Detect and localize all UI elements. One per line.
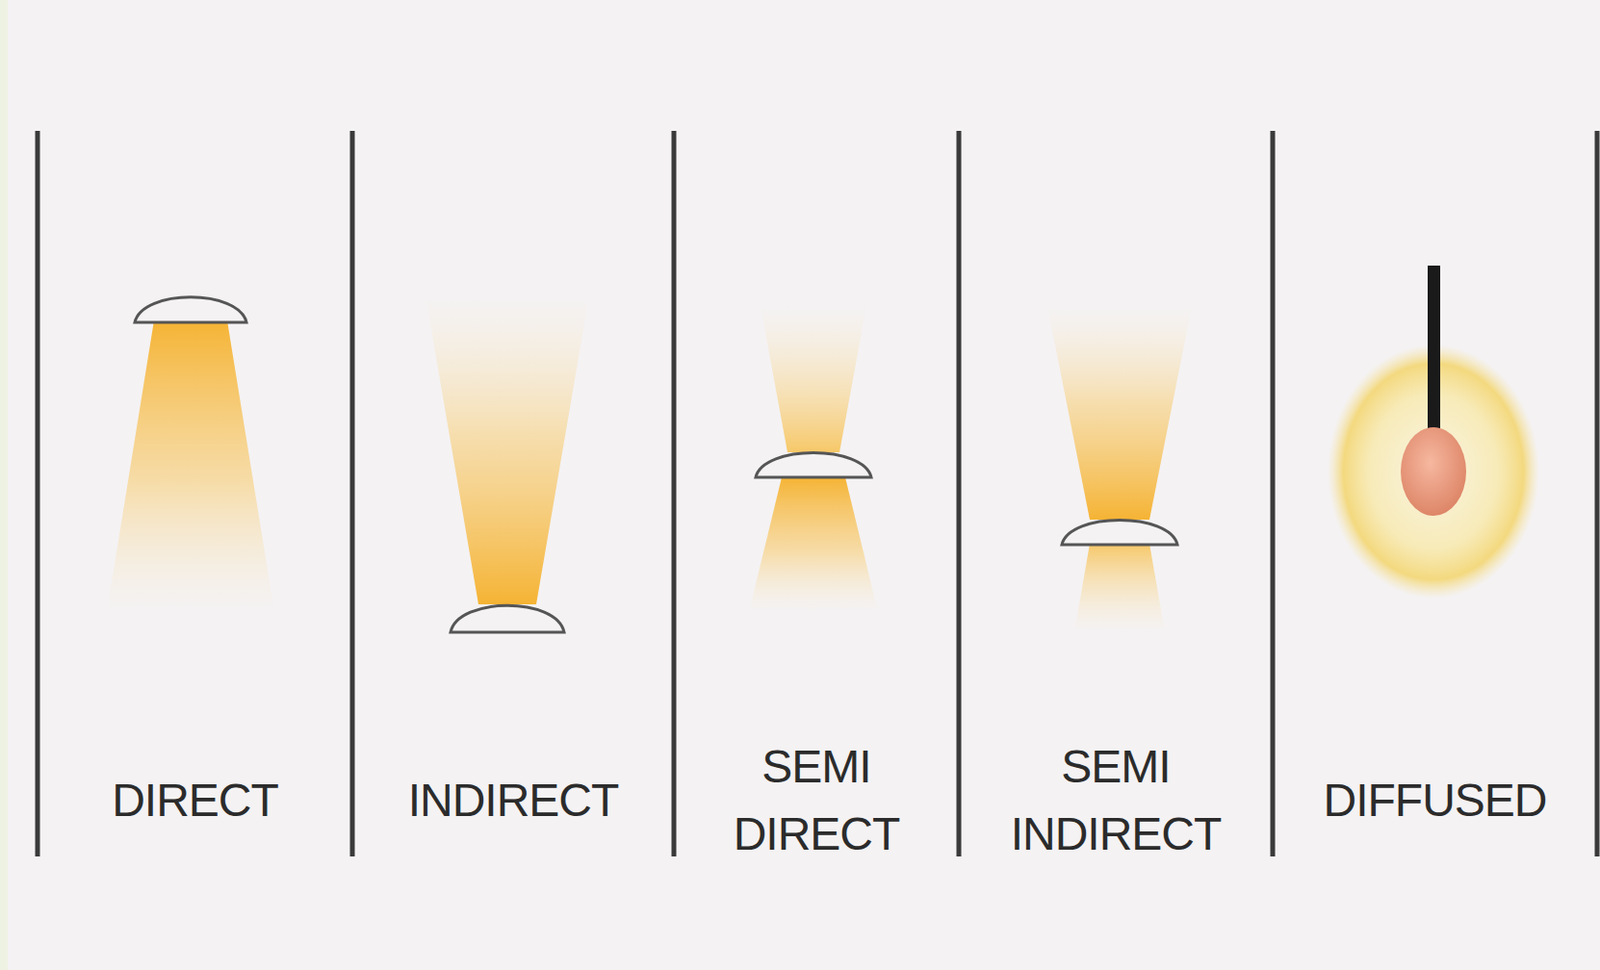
type-label: DIRECT bbox=[56, 767, 334, 835]
lamp-shade bbox=[450, 605, 565, 633]
type-label: SEMI DIRECT bbox=[693, 733, 940, 868]
lamp-shade bbox=[755, 453, 872, 479]
light-beam bbox=[106, 320, 275, 613]
light-beam bbox=[1047, 306, 1192, 520]
light-beam bbox=[748, 477, 878, 613]
type-label: SEMI INDIRECT bbox=[978, 733, 1254, 868]
lamp-shade bbox=[134, 297, 247, 323]
light-bulb bbox=[1400, 427, 1467, 517]
light-beam bbox=[760, 306, 867, 453]
pendant-rod bbox=[1427, 265, 1441, 430]
lamp-shade bbox=[1061, 520, 1178, 546]
type-label: INDIRECT bbox=[371, 767, 655, 835]
type-label: DIFFUSED bbox=[1291, 767, 1578, 835]
light-beam bbox=[425, 295, 590, 605]
light-beam bbox=[1074, 543, 1165, 633]
